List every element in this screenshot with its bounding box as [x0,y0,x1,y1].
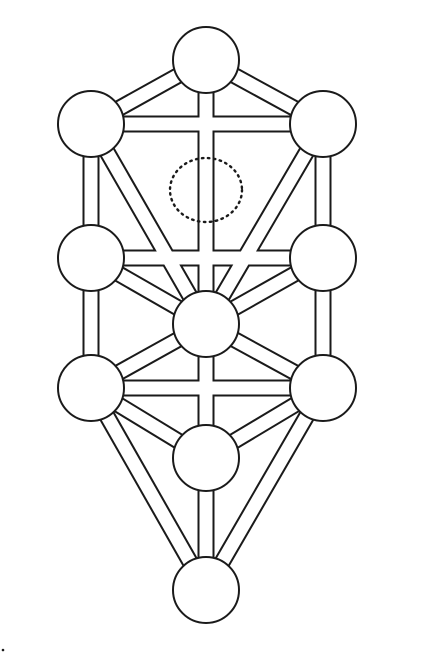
node-4 [289,224,357,292]
hidden-node [168,156,244,224]
node-8 [57,354,125,422]
path-7-10-fill [200,384,329,594]
node-2 [289,90,357,158]
path-8-10-fill [85,384,212,594]
node-5 [57,224,125,292]
corner-dot [1,648,5,652]
node-9 [172,424,240,492]
node-3 [57,90,125,158]
node-7 [289,354,357,422]
path-3-6-fill [85,120,212,328]
node-6 [172,290,240,358]
node-1 [172,26,240,94]
path-2-6-fill [200,120,329,328]
node-10 [172,556,240,624]
